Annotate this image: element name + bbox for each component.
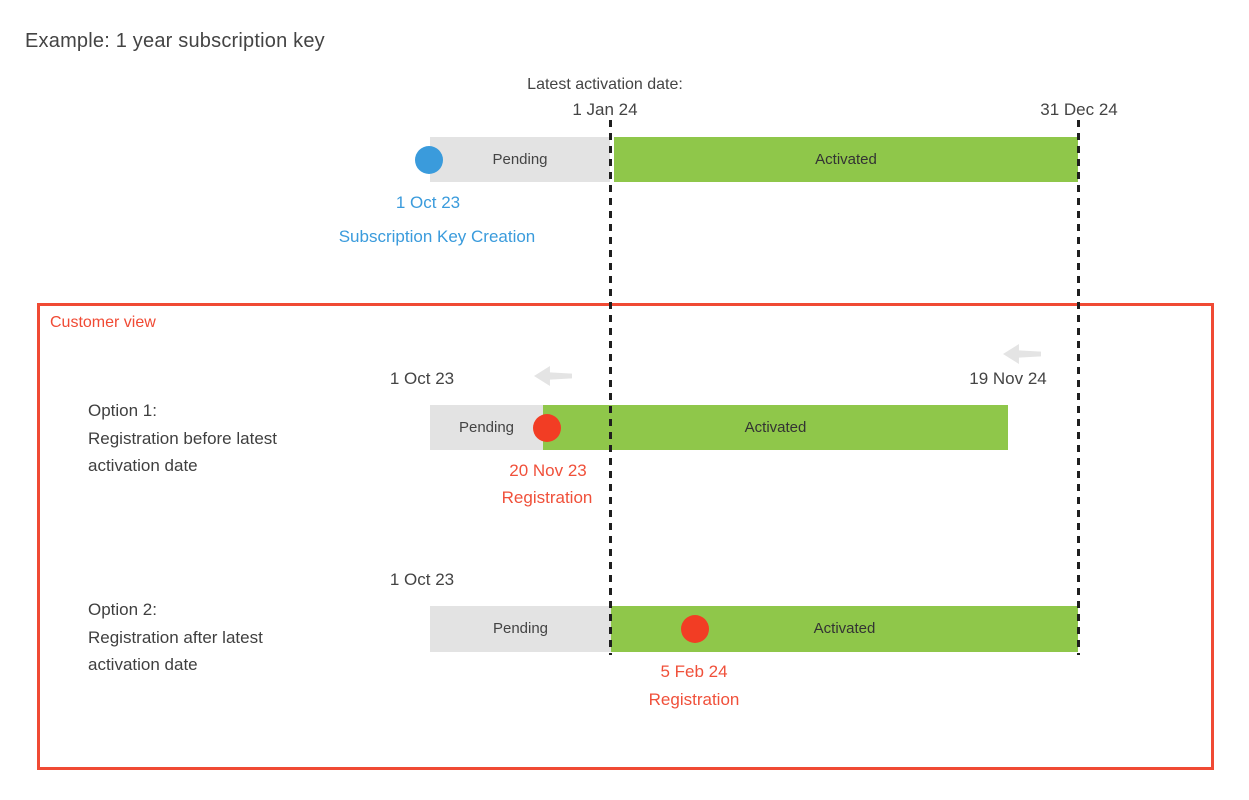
option1-description: Option 1: Registration before latest act… [88,397,277,480]
option1-registration-label: Registration [501,488,593,507]
creation-pending-label: Pending [492,151,548,168]
option1-title: Option 1: [88,401,157,420]
option2-activated-label: Activated [813,620,876,637]
option1-activated-bar: Activated [543,405,1008,450]
creation-marker-caption: Subscription Key Creation [338,227,536,246]
latest-activation-dashed-line [609,120,612,655]
option1-activated-label: Activated [744,419,807,436]
option2-registration-marker-dot [681,615,709,643]
option2-registration-label: Registration [648,690,740,709]
subscription-creation-marker-dot [415,146,443,174]
option1-start-date: 1 Oct 23 [389,369,455,388]
option1-pending-label: Pending [458,419,515,436]
option2-registration-date: 5 Feb 24 [660,662,728,681]
option2-description: Option 2: Registration after latest acti… [88,596,263,679]
option1-registration-date: 20 Nov 23 [509,461,587,480]
creation-activated-label: Activated [815,151,877,168]
option1-pending-bar: Pending [430,405,543,450]
option2-description-line1: Registration after latest [88,627,263,647]
option1-description-line2: activation date [88,456,198,475]
option2-pending-label: Pending [492,620,549,637]
option1-end-date: 19 Nov 24 [969,369,1047,388]
latest-activation-date-label: Latest activation date: [527,76,683,93]
customer-view-label: Customer view [50,314,156,331]
customer-view-box [37,303,1214,770]
option1-description-line1: Registration before latest [88,428,277,448]
option2-title: Option 2: [88,600,157,619]
option1-registration-marker-dot [533,414,561,442]
option2-start-date: 1 Oct 23 [389,570,455,589]
creation-activated-bar: Activated [614,137,1078,182]
subscription-end-date-value: 31 Dec 24 [1040,100,1118,119]
latest-activation-date-value: 1 Jan 24 [572,100,638,119]
page-title: Example: 1 year subscription key [25,30,325,52]
option2-description-line2: activation date [88,655,198,674]
option2-pending-bar: Pending [430,606,611,652]
creation-pending-bar: Pending [430,137,610,182]
creation-marker-date: 1 Oct 23 [395,193,461,212]
end-date-dashed-line [1077,120,1080,655]
